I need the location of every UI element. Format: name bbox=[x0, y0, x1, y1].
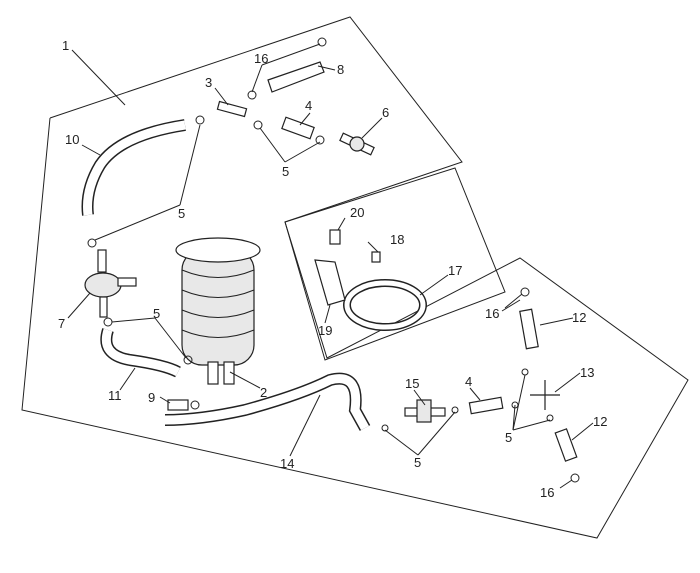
label-20: 20 bbox=[350, 205, 364, 220]
label-14: 14 bbox=[280, 456, 294, 471]
label-16-bottom: 16 bbox=[540, 485, 554, 500]
label-5-e: 5 bbox=[505, 430, 512, 445]
pipe-8 bbox=[267, 61, 325, 93]
label-9: 9 bbox=[148, 390, 155, 405]
bracket-19 bbox=[314, 259, 346, 306]
band-17 bbox=[343, 279, 427, 331]
label-2: 2 bbox=[260, 385, 267, 400]
label-5-a: 5 bbox=[178, 206, 185, 221]
valve-6 bbox=[339, 132, 375, 156]
label-5-c: 5 bbox=[153, 306, 160, 321]
label-18: 18 bbox=[390, 232, 404, 247]
leader-lines bbox=[67, 43, 594, 489]
hose-4-right bbox=[468, 396, 504, 415]
clips bbox=[87, 37, 580, 483]
label-4-right: 4 bbox=[465, 374, 472, 389]
connector-3 bbox=[216, 100, 248, 118]
label-12-top: 12 bbox=[572, 310, 586, 325]
label-13: 13 bbox=[580, 365, 594, 380]
connector-9 bbox=[167, 399, 189, 411]
label-8: 8 bbox=[337, 62, 344, 77]
part-labels: 1 16 8 3 4 6 10 5 5 20 18 17 7 5 19 16 1… bbox=[58, 38, 607, 500]
label-7: 7 bbox=[58, 316, 65, 331]
hose-4-top bbox=[281, 116, 315, 140]
valve-15 bbox=[404, 399, 446, 423]
label-6: 6 bbox=[382, 105, 389, 120]
label-5-b: 5 bbox=[282, 164, 289, 179]
canister-2 bbox=[175, 237, 261, 385]
tee-13 bbox=[530, 380, 560, 410]
bolt-20 bbox=[329, 229, 341, 245]
valve-7 bbox=[84, 249, 137, 318]
hose-14 bbox=[164, 374, 369, 431]
hose-11 bbox=[101, 328, 181, 377]
label-5-d: 5 bbox=[414, 455, 421, 470]
label-4-top: 4 bbox=[305, 98, 312, 113]
pipe-12-top bbox=[519, 308, 539, 350]
label-17: 17 bbox=[448, 263, 462, 278]
label-19: 19 bbox=[318, 323, 332, 338]
inner-box bbox=[284, 167, 506, 361]
label-11: 11 bbox=[108, 388, 122, 403]
label-1: 1 bbox=[62, 38, 69, 53]
label-16-mid: 16 bbox=[485, 306, 499, 321]
label-3: 3 bbox=[205, 75, 212, 90]
label-16-top: 16 bbox=[254, 51, 268, 66]
nut-18 bbox=[371, 251, 381, 263]
pipe-12-bottom bbox=[554, 428, 578, 462]
label-12-bottom: 12 bbox=[593, 414, 607, 429]
label-10: 10 bbox=[65, 132, 79, 147]
label-15: 15 bbox=[405, 376, 419, 391]
